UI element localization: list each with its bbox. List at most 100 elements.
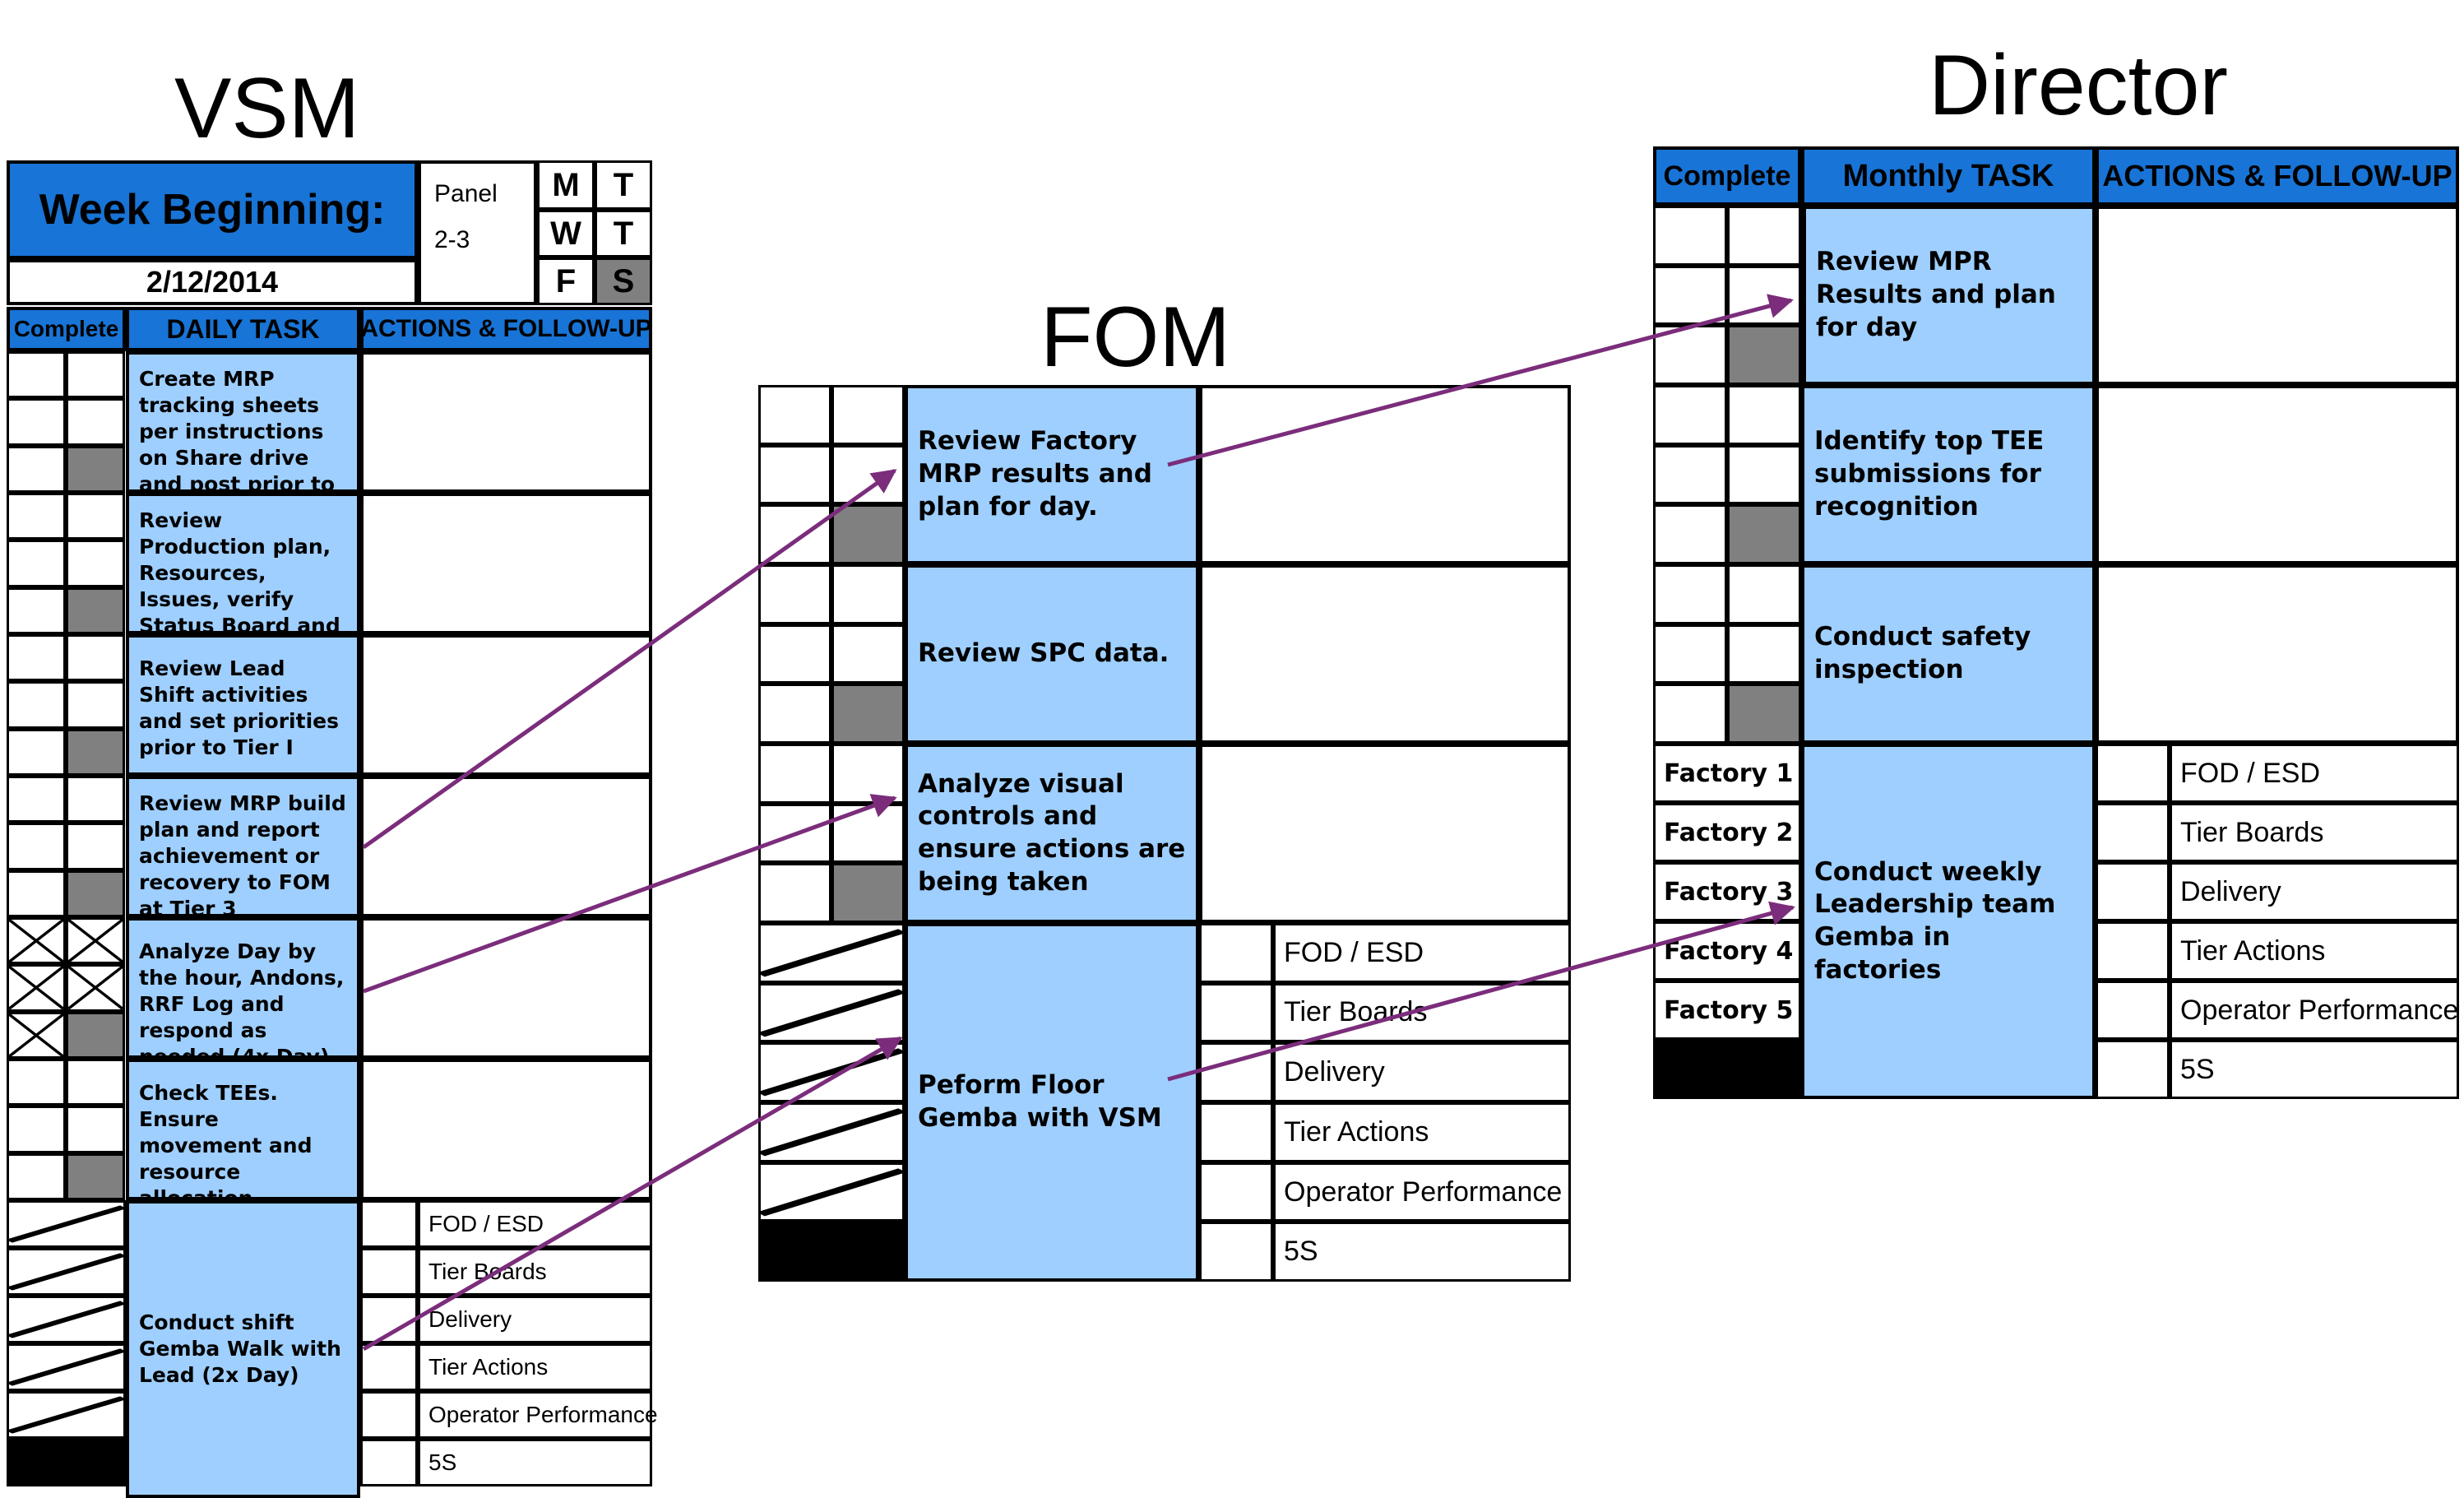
vsm-checkbox[interactable] xyxy=(66,916,125,965)
director-sub-checkbox[interactable] xyxy=(2096,981,2170,1040)
vsm-checkbox[interactable] xyxy=(7,1152,66,1200)
fom-checkbox[interactable] xyxy=(758,863,831,924)
vsm-sub-checkbox[interactable] xyxy=(360,1391,418,1439)
fom-checkbox[interactable] xyxy=(758,564,831,624)
vsm-checkbox[interactable] xyxy=(7,351,66,399)
vsm-checkbox[interactable] xyxy=(66,1152,125,1200)
director-checkbox[interactable] xyxy=(1653,206,1727,266)
vsm-action-cell[interactable] xyxy=(360,917,652,1059)
fom-slash-cell[interactable] xyxy=(757,982,906,1043)
vsm-checkbox[interactable] xyxy=(7,492,66,540)
director-action-cell[interactable] xyxy=(2096,564,2459,744)
vsm-checkbox[interactable] xyxy=(7,681,66,729)
fom-checkbox[interactable] xyxy=(758,684,831,744)
director-sub-checkbox[interactable] xyxy=(2096,862,2170,921)
vsm-checkbox[interactable] xyxy=(66,492,125,540)
director-checkbox[interactable] xyxy=(1653,564,1727,624)
fom-sub-checkbox[interactable] xyxy=(1199,923,1273,983)
director-checkbox[interactable] xyxy=(1653,504,1727,564)
director-checkbox[interactable] xyxy=(1727,265,1801,326)
vsm-checkbox[interactable] xyxy=(66,870,125,917)
vsm-slash-cell[interactable] xyxy=(6,1200,127,1248)
fom-checkbox[interactable] xyxy=(758,385,831,445)
vsm-checkbox[interactable] xyxy=(7,823,66,870)
vsm-checkbox[interactable] xyxy=(66,1058,125,1106)
vsm-checkbox[interactable] xyxy=(66,587,125,634)
director-sub-checkbox[interactable] xyxy=(2096,1040,2170,1099)
vsm-checkbox[interactable] xyxy=(7,1011,66,1059)
director-checkbox[interactable] xyxy=(1653,444,1727,505)
director-checkbox[interactable] xyxy=(1727,325,1801,385)
vsm-checkbox[interactable] xyxy=(7,870,66,917)
fom-action-cell[interactable] xyxy=(1199,385,1571,564)
vsm-checkbox[interactable] xyxy=(7,633,66,682)
vsm-sub-checkbox[interactable] xyxy=(360,1296,418,1343)
vsm-slash-cell[interactable] xyxy=(6,1296,127,1343)
director-checkbox[interactable] xyxy=(1727,504,1801,564)
vsm-checkbox[interactable] xyxy=(7,445,66,493)
director-checkbox[interactable] xyxy=(1727,684,1801,744)
vsm-checkbox[interactable] xyxy=(7,964,66,1012)
vsm-slash-cell[interactable] xyxy=(6,1248,127,1296)
fom-checkbox[interactable] xyxy=(758,803,831,864)
director-checkbox[interactable] xyxy=(1653,624,1727,684)
vsm-action-cell[interactable] xyxy=(360,634,652,776)
vsm-checkbox[interactable] xyxy=(66,633,125,682)
director-action-cell[interactable] xyxy=(2096,206,2459,385)
vsm-checkbox[interactable] xyxy=(66,540,125,587)
vsm-sub-checkbox[interactable] xyxy=(360,1439,418,1486)
fom-slash-cell[interactable] xyxy=(757,923,906,983)
fom-sub-checkbox[interactable] xyxy=(1199,1102,1273,1162)
director-action-cell[interactable] xyxy=(2096,385,2459,564)
fom-slash-cell[interactable] xyxy=(757,1042,906,1102)
vsm-checkbox[interactable] xyxy=(7,1058,66,1106)
vsm-action-cell[interactable] xyxy=(360,493,652,634)
fom-action-cell[interactable] xyxy=(1199,564,1571,744)
vsm-checkbox[interactable] xyxy=(7,398,66,446)
vsm-sub-checkbox[interactable] xyxy=(360,1343,418,1391)
fom-checkbox[interactable] xyxy=(831,863,905,924)
director-checkbox[interactable] xyxy=(1653,325,1727,385)
vsm-sub-checkbox[interactable] xyxy=(360,1200,418,1248)
vsm-checkbox[interactable] xyxy=(7,1106,66,1153)
fom-slash-cell[interactable] xyxy=(757,1162,906,1222)
director-checkbox[interactable] xyxy=(1653,684,1727,744)
fom-sub-checkbox[interactable] xyxy=(1199,1222,1273,1282)
fom-sub-checkbox[interactable] xyxy=(1199,982,1273,1043)
director-checkbox[interactable] xyxy=(1653,265,1727,326)
vsm-checkbox[interactable] xyxy=(7,775,66,823)
vsm-checkbox[interactable] xyxy=(7,916,66,965)
vsm-checkbox[interactable] xyxy=(66,823,125,870)
vsm-checkbox[interactable] xyxy=(7,728,66,776)
vsm-checkbox[interactable] xyxy=(66,398,125,446)
vsm-checkbox[interactable] xyxy=(7,587,66,634)
fom-checkbox[interactable] xyxy=(758,744,831,804)
director-checkbox[interactable] xyxy=(1727,564,1801,624)
vsm-checkbox[interactable] xyxy=(66,1106,125,1153)
fom-checkbox[interactable] xyxy=(831,564,905,624)
director-checkbox[interactable] xyxy=(1653,385,1727,445)
fom-checkbox[interactable] xyxy=(831,504,905,564)
fom-checkbox[interactable] xyxy=(831,624,905,684)
fom-sub-checkbox[interactable] xyxy=(1199,1162,1273,1222)
fom-checkbox[interactable] xyxy=(831,385,905,445)
vsm-checkbox[interactable] xyxy=(66,775,125,823)
director-checkbox[interactable] xyxy=(1727,206,1801,266)
vsm-checkbox[interactable] xyxy=(66,681,125,729)
fom-checkbox[interactable] xyxy=(831,684,905,744)
vsm-action-cell[interactable] xyxy=(360,351,652,493)
vsm-action-cell[interactable] xyxy=(360,1059,652,1200)
director-checkbox[interactable] xyxy=(1727,385,1801,445)
vsm-action-cell[interactable] xyxy=(360,776,652,917)
director-checkbox[interactable] xyxy=(1727,444,1801,505)
director-sub-checkbox[interactable] xyxy=(2096,803,2170,862)
director-sub-checkbox[interactable] xyxy=(2096,921,2170,981)
director-sub-checkbox[interactable] xyxy=(2096,744,2170,803)
fom-sub-checkbox[interactable] xyxy=(1199,1042,1273,1102)
fom-slash-cell[interactable] xyxy=(757,1102,906,1162)
vsm-checkbox[interactable] xyxy=(66,964,125,1012)
fom-checkbox[interactable] xyxy=(758,504,831,564)
vsm-checkbox[interactable] xyxy=(7,540,66,587)
vsm-checkbox[interactable] xyxy=(66,728,125,776)
fom-checkbox[interactable] xyxy=(831,744,905,804)
